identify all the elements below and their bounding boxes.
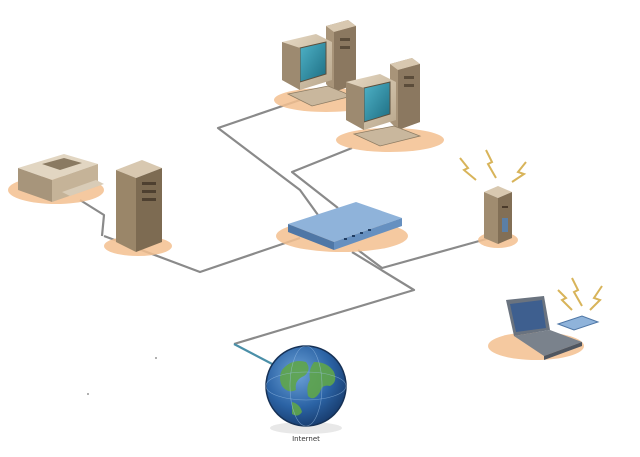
wireless-access-point-icon[interactable] — [459, 149, 527, 248]
cable-pc2-hub — [290, 146, 353, 209]
speck — [155, 357, 157, 359]
cable-hub-internet — [233, 251, 416, 346]
globe-icon[interactable] — [265, 345, 347, 434]
cable-internet-link — [233, 343, 277, 367]
printer-icon[interactable] — [8, 154, 104, 204]
desktop-computer-icon[interactable] — [336, 58, 444, 152]
cable-pc1-hub — [216, 98, 319, 216]
internet-label: Internet — [292, 435, 320, 443]
wireless-card-icon[interactable] — [556, 277, 603, 331]
speck — [87, 393, 89, 395]
server-tower-icon[interactable] — [104, 160, 172, 256]
cable-printer-server — [79, 199, 106, 237]
laptop-icon[interactable] — [488, 296, 584, 360]
network-hub-icon[interactable] — [276, 202, 408, 252]
cable-hub-access-point — [357, 236, 491, 270]
